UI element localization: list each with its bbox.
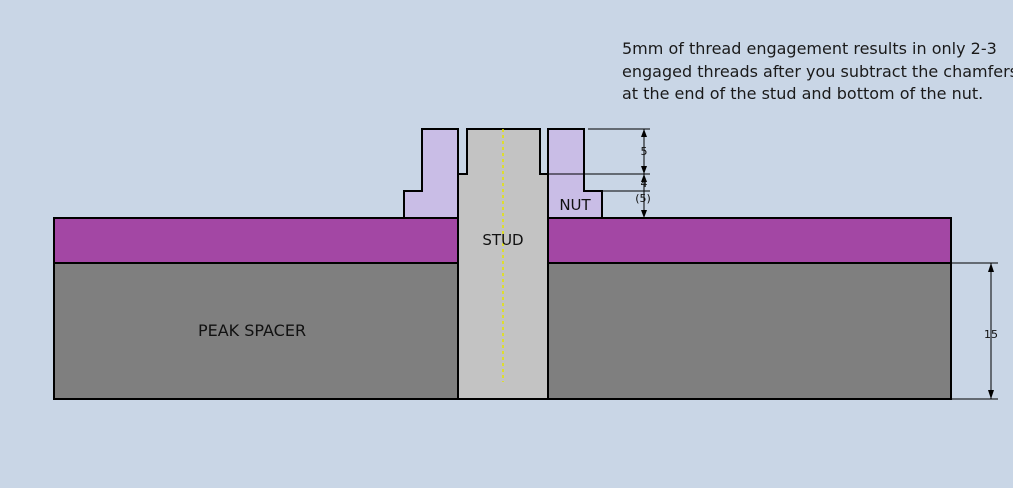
dim-nut-ref-value: (5) bbox=[635, 192, 651, 205]
annotation-note: 5mm of thread engagement results in only… bbox=[622, 38, 1013, 106]
plate-right bbox=[547, 217, 952, 264]
annotation-line-3: at the end of the stud and bottom of the… bbox=[622, 84, 984, 103]
dim-arrow-nut-top bbox=[641, 129, 647, 137]
dim-arrow-spacer-top bbox=[988, 263, 994, 272]
nut-left bbox=[403, 128, 459, 219]
dim-arrow-nut-mid-up bbox=[641, 166, 647, 174]
peak-spacer-label: PEAK SPACER bbox=[198, 321, 306, 340]
dim-nut-bottom-value: 4 bbox=[641, 177, 648, 190]
peak-spacer-right bbox=[547, 262, 952, 400]
plate-left bbox=[53, 217, 459, 264]
dim-spacer-value: 15 bbox=[984, 328, 998, 341]
stud-label: STUD bbox=[482, 231, 523, 249]
nut-label: NUT bbox=[559, 196, 591, 214]
annotation-line-1: 5mm of thread engagement results in only… bbox=[622, 39, 997, 58]
peak-spacer-left bbox=[53, 262, 459, 400]
dim-arrow-spacer-bottom bbox=[988, 390, 994, 399]
dim-nut-top-value: 5 bbox=[641, 145, 648, 158]
dim-arrow-nut-bottom bbox=[641, 210, 647, 218]
annotation-line-2: engaged threads after you subtract the c… bbox=[622, 61, 1013, 81]
dim-arrow-nut-mid-down bbox=[641, 174, 647, 182]
